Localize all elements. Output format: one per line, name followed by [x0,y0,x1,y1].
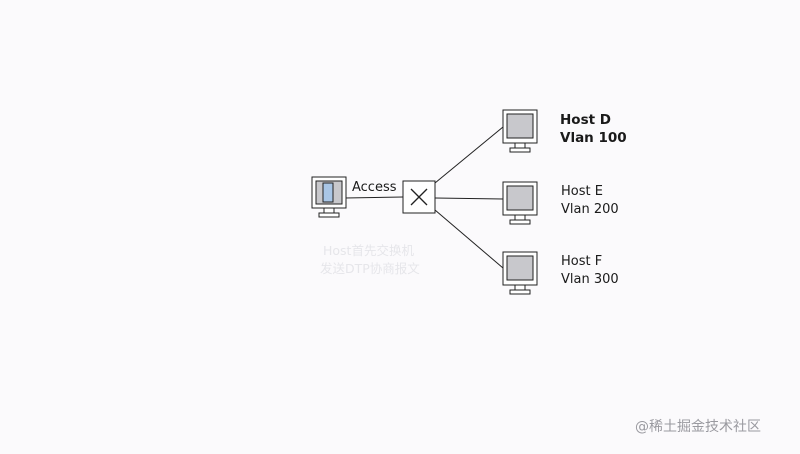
host-d-vlan: Vlan 100 [560,130,627,146]
host-e-vlan: Vlan 200 [561,202,619,217]
switch-x-icon [402,180,436,214]
host-f-icon [502,251,538,295]
access-link [344,196,404,199]
host-f-vlan: Vlan 300 [561,272,619,287]
host-f-name: Host F [561,254,603,269]
access-link-label: Access [352,180,397,195]
faint-caption-line-1: Host首先交换机 [323,243,414,258]
host-e-name: Host E [561,184,603,199]
host-e-icon [502,181,538,225]
watermark: @稀土掘金技术社区 [635,419,761,435]
host-d-name: Host D [560,112,611,128]
faint-caption-line-2: 发送DTP协商报文 [320,261,420,276]
source-host-icon [311,176,347,218]
link-host-f [434,209,504,269]
host-d-icon [502,109,538,153]
link-host-e [434,197,504,200]
link-host-d [434,126,504,184]
